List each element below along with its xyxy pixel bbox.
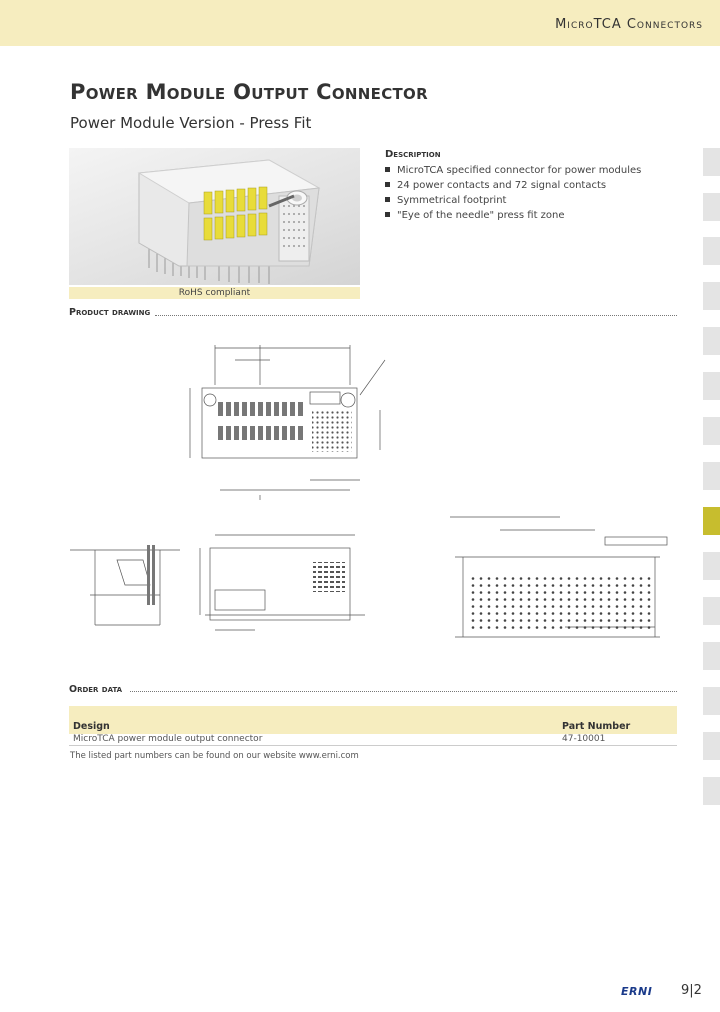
- list-item: Symmetrical footprint: [385, 193, 641, 208]
- page-title: Power Module Output Connector: [70, 80, 428, 104]
- bullet-icon: [385, 197, 390, 202]
- section-divider: [130, 691, 677, 692]
- list-item: MicroTCA specified connector for power m…: [385, 163, 641, 178]
- side-tab[interactable]: [703, 148, 720, 176]
- rohs-caption: RoHS compliant: [69, 287, 360, 299]
- list-item: "Eye of the needle" press fit zone: [385, 208, 641, 223]
- cell-part-number: 47-10001: [562, 734, 606, 744]
- section-divider: [155, 315, 677, 316]
- column-header-design: Design: [73, 721, 110, 732]
- description-list: MicroTCA specified connector for power m…: [385, 163, 641, 223]
- side-tab[interactable]: [703, 193, 720, 221]
- list-item-text: 24 power contacts and 72 signal contacts: [397, 180, 607, 191]
- bullet-icon: [385, 182, 390, 187]
- side-tab[interactable]: [703, 327, 720, 355]
- erni-logo: ERNI: [621, 985, 653, 998]
- side-view-drawings: [70, 534, 365, 631]
- side-tab[interactable]: [703, 642, 720, 670]
- bullet-icon: [385, 167, 390, 172]
- column-header-part-number: Part Number: [562, 721, 631, 732]
- order-data-heading: Order data: [69, 684, 123, 695]
- cell-design: MicroTCA power module output connector: [73, 734, 263, 744]
- connector-image: [137, 159, 321, 284]
- list-item: 24 power contacts and 72 signal contacts: [385, 178, 641, 193]
- list-item-text: "Eye of the needle" press fit zone: [397, 210, 565, 221]
- page-number: 9|2: [681, 983, 702, 998]
- side-tab-active[interactable]: [703, 507, 720, 535]
- section-title: MicroTCA Connectors: [555, 17, 703, 32]
- side-tab[interactable]: [703, 372, 720, 400]
- product-photo: [69, 148, 360, 285]
- table-row: [69, 734, 677, 746]
- side-tab[interactable]: [703, 462, 720, 490]
- product-drawing-heading: Product drawing: [69, 307, 151, 318]
- description-heading: Description: [385, 149, 441, 160]
- side-tab[interactable]: [703, 687, 720, 715]
- table-header-row: [69, 706, 677, 734]
- side-tab[interactable]: [703, 777, 720, 805]
- bullet-icon: [385, 212, 390, 217]
- front-view-drawing: [189, 345, 386, 500]
- order-note: The listed part numbers can be found on …: [70, 751, 359, 761]
- list-item-text: MicroTCA specified connector for power m…: [397, 165, 642, 176]
- header-band: [0, 0, 720, 46]
- side-tab[interactable]: [703, 282, 720, 310]
- list-item-text: Symmetrical footprint: [397, 195, 507, 206]
- side-tab[interactable]: [703, 417, 720, 445]
- side-tab[interactable]: [703, 732, 720, 760]
- pcb-layout-drawing: [450, 516, 668, 638]
- side-tab[interactable]: [703, 237, 720, 265]
- page-subtitle: Power Module Version - Press Fit: [70, 114, 312, 132]
- side-tab[interactable]: [703, 552, 720, 580]
- side-tab[interactable]: [703, 597, 720, 625]
